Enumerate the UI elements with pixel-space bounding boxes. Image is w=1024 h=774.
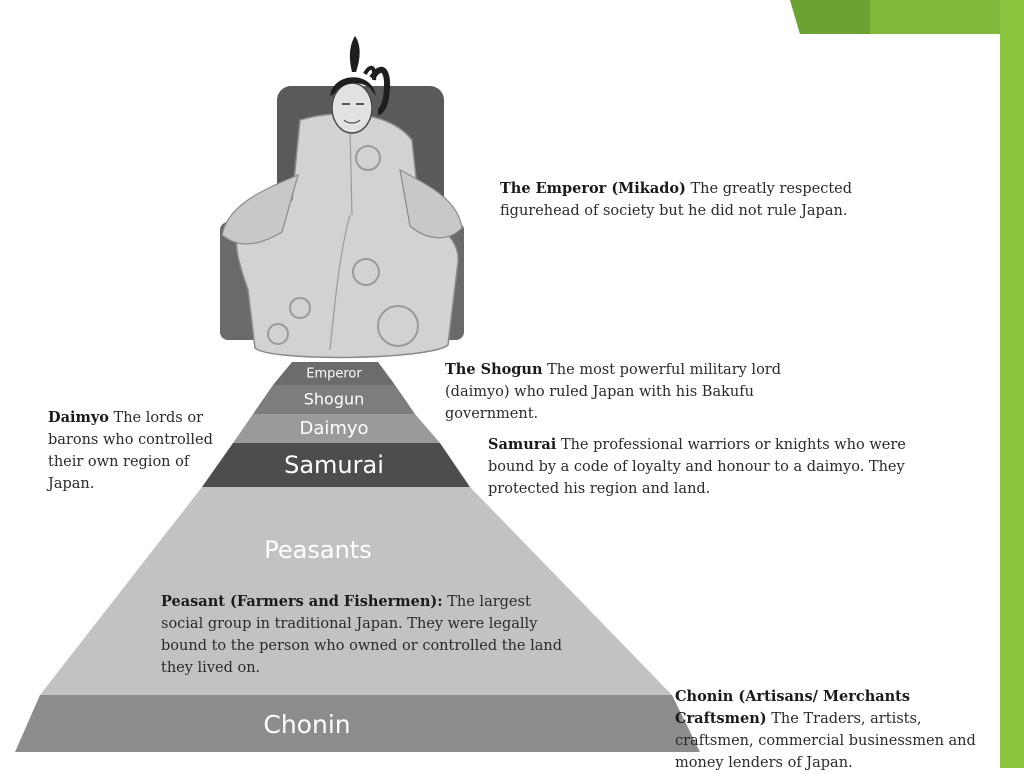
description-daimyo-text: The lords or barons who controlled their… [48, 410, 213, 492]
description-shogun-title: The Shogun [445, 361, 543, 378]
description-shogun: The Shogun The most powerful military lo… [445, 359, 845, 425]
tier-label-samurai: Samurai [284, 451, 384, 479]
tier-daimyo [233, 414, 440, 443]
tier-label-chonin: Chonin [263, 710, 350, 739]
description-daimyo: Daimyo The lords or barons who controlle… [48, 407, 233, 495]
tier-chonin [15, 695, 700, 752]
tier-label-shogun: Shogun [304, 390, 365, 409]
description-chonin-title: Chonin (Artisans/ Merchants Craftsmen) [675, 688, 911, 727]
description-peasant-text: The largest social group in traditional … [161, 594, 563, 676]
description-emperor-text: The greatly respected figurehead of soci… [500, 181, 853, 219]
tier-label-emperor: Emperor [306, 367, 362, 382]
slide-accent-tab [790, 0, 1000, 34]
description-samurai: Samurai The professional warriors or kni… [488, 434, 908, 500]
description-samurai-text: The professional warriors or knights who… [488, 437, 906, 497]
description-emperor: The Emperor (Mikado) The greatly respect… [500, 178, 890, 222]
description-peasant-title: Peasant (Farmers and Fishermen): [161, 593, 443, 610]
description-chonin: Chonin (Artisans/ Merchants Craftsmen) T… [675, 686, 995, 774]
tier-label-daimyo: Daimyo [299, 418, 368, 439]
description-daimyo-title: Daimyo [48, 409, 109, 426]
description-emperor-title: The Emperor (Mikado) [500, 180, 686, 197]
pyramid-tiers [15, 362, 700, 752]
tier-peasants [40, 487, 672, 695]
description-shogun-text: The most powerful military lord (daimyo)… [445, 362, 782, 422]
slide-accent-bar [1000, 0, 1024, 768]
tier-label-peasants: Peasants [264, 536, 371, 564]
tier-shogun [253, 385, 415, 414]
tier-emperor [273, 362, 395, 385]
description-samurai-title: Samurai [488, 436, 557, 453]
description-chonin-text: The Traders, artists, craftsmen, commerc… [675, 711, 976, 771]
tier-samurai [202, 443, 470, 487]
description-peasant: Peasant (Farmers and Fishermen): The lar… [161, 591, 566, 679]
seated-emperor-illustration [220, 36, 464, 359]
